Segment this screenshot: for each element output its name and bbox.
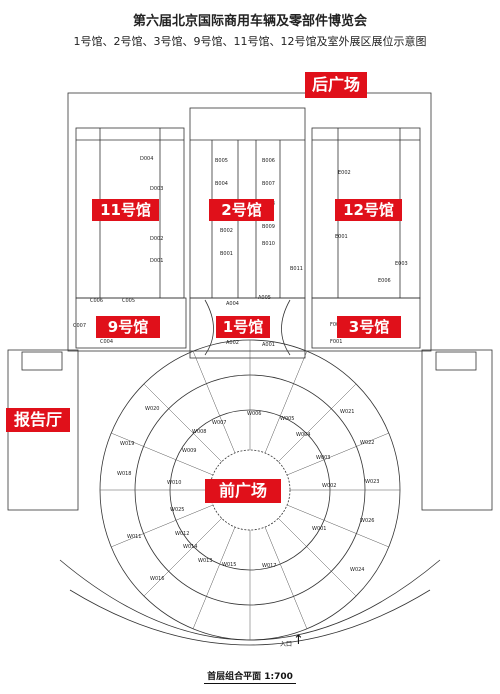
hall-9-label[interactable]: 9号馆 — [96, 316, 160, 338]
hall-9-outline — [75, 297, 187, 349]
booth-label: A002 — [226, 340, 239, 346]
booth-label: W006 — [247, 411, 262, 417]
booth-label: C007 — [73, 323, 86, 329]
hall-12-label[interactable]: 12号馆 — [335, 199, 402, 221]
booth-label: B002 — [220, 228, 233, 234]
booth-label: A004 — [226, 301, 239, 307]
hall-2-label[interactable]: 2号馆 — [209, 199, 274, 221]
booth-label: W009 — [182, 448, 197, 454]
booth-label: A001 — [262, 342, 275, 348]
hall-9-text: 9号馆 — [107, 318, 149, 336]
booth-label: W023 — [365, 479, 380, 485]
booth-label: W025 — [170, 507, 185, 513]
booth-label: W002 — [322, 483, 337, 489]
booth-label: B009 — [262, 224, 275, 230]
entrance-label: 入口 — [280, 641, 293, 648]
scale-label: 首层组合平面 1:700 — [204, 672, 296, 684]
booth-label: W014 — [183, 544, 198, 550]
booth-label: D004 — [140, 156, 153, 162]
report-hall-label[interactable]: 报告厅 — [6, 408, 70, 432]
booth-label: W001 — [312, 526, 327, 532]
booth-label: W017 — [262, 563, 277, 569]
booth-label: W013 — [198, 558, 213, 564]
booth-label: E002 — [338, 170, 351, 176]
front-plaza-label[interactable]: 前广场 — [205, 479, 281, 503]
booth-label: E003 — [395, 261, 408, 267]
report-hall-text: 报告厅 — [13, 410, 62, 429]
back-plaza-text: 后广场 — [311, 75, 360, 94]
booth-label: W007 — [212, 420, 227, 426]
right-annex-outline — [421, 349, 493, 511]
booth-label: W016 — [150, 576, 165, 582]
map-subtitle: 1号馆、2号馆、3号馆、9号馆、11号馆、12号馆及室外展区展位示意图 — [73, 35, 427, 48]
booth-label: W008 — [192, 429, 207, 435]
booth-label: D002 — [150, 236, 163, 242]
back-plaza-label[interactable]: 后广场 — [305, 72, 367, 98]
booth-label: W015 — [222, 562, 237, 568]
hall-1-outline — [189, 297, 306, 359]
booth-label: D003 — [150, 186, 163, 192]
booth-label: C005 — [122, 298, 135, 304]
booth-label: E006 — [378, 278, 391, 284]
hall-3-text: 3号馆 — [348, 318, 390, 336]
booth-label: W005 — [280, 416, 295, 422]
hall-1-label[interactable]: 1号馆 — [216, 316, 270, 338]
booth-label: B001 — [220, 251, 233, 257]
booth-label: W022 — [360, 440, 375, 446]
booth-label: C004 — [100, 339, 113, 345]
booth-label: B006 — [262, 158, 275, 164]
booth-label: C006 — [90, 298, 103, 304]
hall-3-label[interactable]: 3号馆 — [337, 316, 401, 338]
entrance-arrow-icon: ↑ — [293, 633, 304, 648]
booth-label: B005 — [215, 158, 228, 164]
booth-label: W012 — [175, 531, 190, 537]
booth-label: D001 — [150, 258, 163, 264]
hall-11-text: 11号馆 — [100, 201, 151, 219]
booth-label: F001 — [330, 339, 342, 345]
scale-footer: 首层组合平面 1:700 — [0, 669, 500, 684]
booth-label: B007 — [262, 181, 275, 187]
booth-label: W020 — [145, 406, 160, 412]
hall-11-label[interactable]: 11号馆 — [92, 199, 159, 221]
booth-label: B011 — [290, 266, 303, 272]
front-plaza-text: 前广场 — [218, 481, 267, 500]
booth-label: W026 — [360, 518, 375, 524]
booth-label: W019 — [120, 441, 135, 447]
booth-label: W003 — [316, 455, 331, 461]
booth-label: W010 — [167, 480, 182, 486]
booth-label: W018 — [117, 471, 132, 477]
booth-label: B010 — [262, 241, 275, 247]
booth-label: A005 — [258, 295, 271, 301]
hall-3-outline — [311, 297, 421, 349]
main-building-outline — [67, 92, 432, 352]
booth-label: W021 — [340, 409, 355, 415]
booth-label: E001 — [335, 234, 348, 240]
hall-12-text: 12号馆 — [343, 201, 394, 219]
hall-2-text: 2号馆 — [221, 201, 262, 219]
booth-label: W024 — [350, 567, 365, 573]
booth-label: B004 — [215, 181, 228, 187]
hall-1-text: 1号馆 — [222, 318, 264, 336]
booth-label: F002 — [330, 322, 342, 328]
rotunda-radial-lines — [100, 340, 400, 640]
booth-label: W011 — [127, 534, 142, 540]
booth-label: W004 — [296, 432, 311, 438]
map-title: 第六届北京国际商用车辆及零部件博览会 — [132, 14, 367, 29]
